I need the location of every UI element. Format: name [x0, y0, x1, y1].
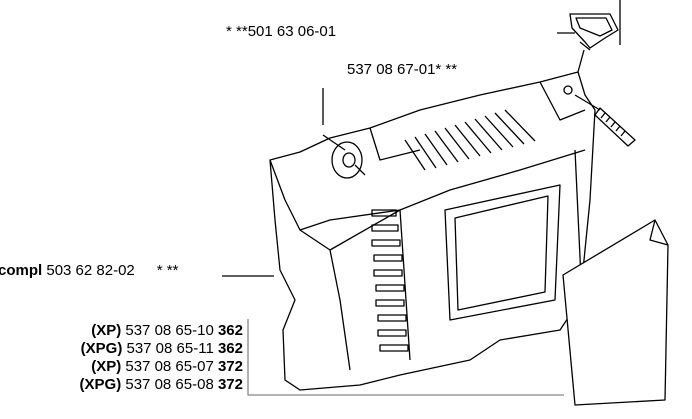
cover-stars: * ** [156, 262, 179, 279]
variant-model: (XP) [91, 322, 122, 339]
screw-drawing [574, 94, 636, 147]
cover-label: compl 503 62 82-02 * ** [0, 262, 178, 279]
funnel-label: * **501 63 06-01 [226, 23, 336, 40]
variant-model: (XP) [91, 358, 122, 375]
washer-label: 537 08 67-01* ** [347, 61, 457, 78]
washer-part-number: 537 08 67-01 [347, 61, 436, 78]
funnel-part-number: 501 63 06-01 [247, 23, 337, 40]
variant-part-number: 537 08 65-11 [126, 340, 214, 357]
plate-drawing [562, 219, 669, 406]
variant-size: 372 [217, 376, 243, 393]
funnel-stars: * ** [226, 23, 248, 40]
cylinder-cover-drawing [269, 71, 596, 391]
cover-name: compl [0, 262, 43, 279]
variant-row: (XP) 537 08 65-07 372 [91, 358, 243, 375]
variant-model: (XPG) [79, 376, 122, 393]
funnel-drawing [557, 13, 619, 73]
cover-part-number: 503 62 82-02 [46, 262, 135, 279]
variant-part-number: 537 08 65-10 [125, 322, 214, 339]
variant-size: 362 [217, 322, 243, 339]
top-vents [404, 109, 536, 171]
variant-row: (XP) 537 08 65-10 362 [91, 322, 243, 339]
variant-part-number: 537 08 65-08 [125, 376, 214, 393]
variant-model: (XPG) [80, 340, 123, 357]
side-slots [371, 209, 409, 352]
washer-drawing [322, 88, 366, 179]
variant-row: (XPG) 537 08 65-08 372 [80, 376, 243, 393]
variant-row: (XPG) 537 08 65-11 362 [81, 340, 243, 357]
variant-part-number: 537 08 65-07 [125, 358, 214, 375]
variant-size: 362 [217, 340, 243, 357]
variant-size: 372 [217, 358, 243, 375]
leader-bracket [247, 319, 564, 396]
washer-stars: * ** [435, 61, 458, 78]
